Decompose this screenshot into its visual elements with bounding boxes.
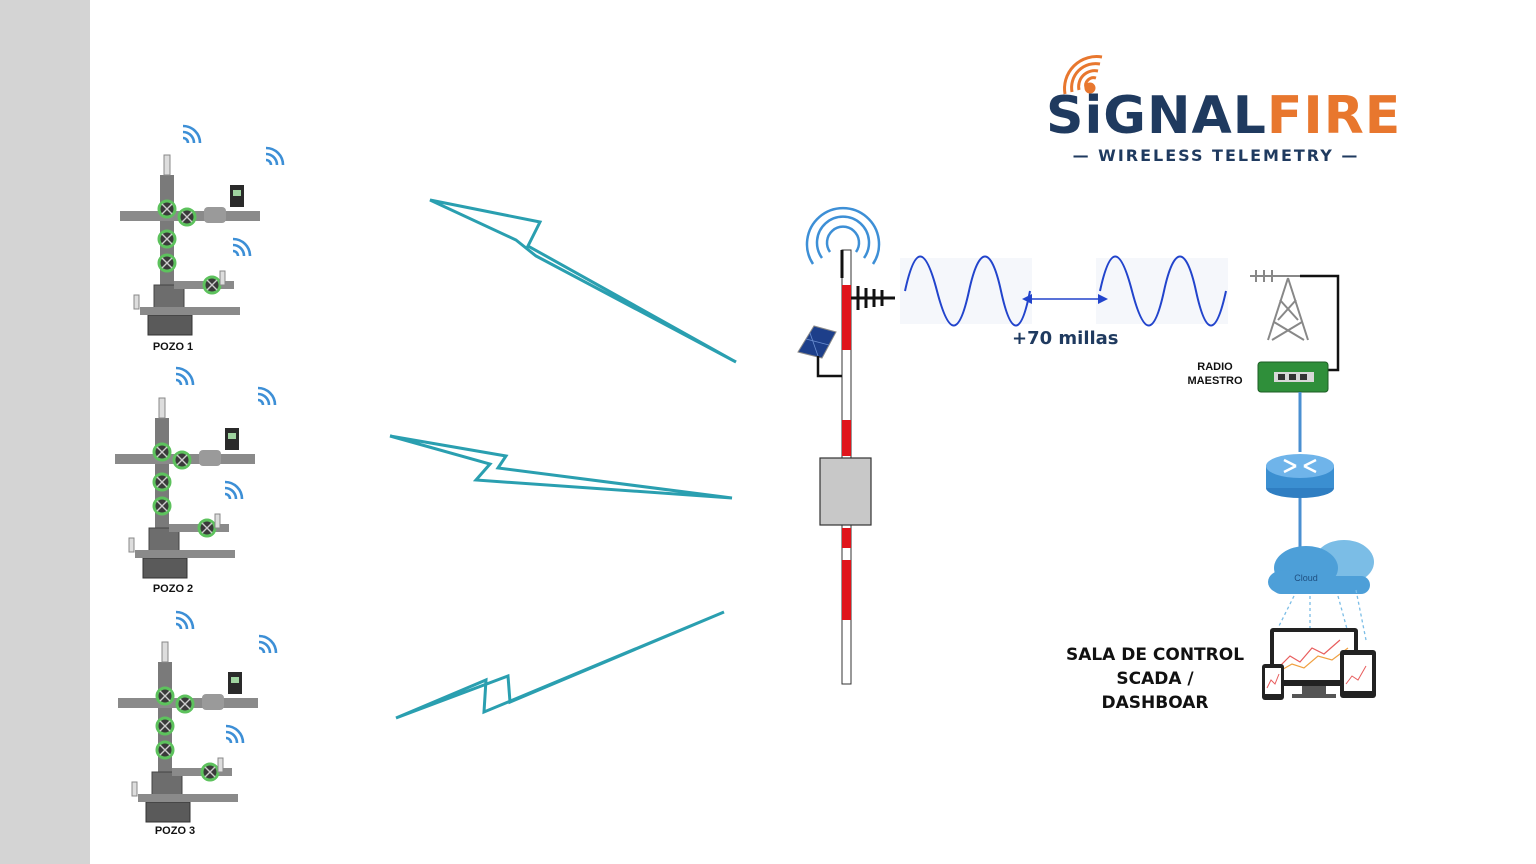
well-label-3: POZO 3 [154, 825, 196, 837]
long-range-link [900, 255, 1228, 327]
tower-icon [1250, 270, 1309, 341]
range-label: +70 millas [1012, 328, 1119, 349]
signalfire-logo: SiGNALFIRE — WIRELESS TELEMETRY — [1046, 62, 1400, 172]
wifi-icon [257, 634, 278, 655]
control-room-label: SALA DE CONTROL SCADA / DASHBOAR [1065, 645, 1245, 713]
well-1-graphic [118, 124, 285, 337]
well-label-1: POZO 1 [152, 341, 194, 353]
master-radio-label: RADIO MAESTRO [1187, 361, 1243, 387]
wifi-icon [181, 124, 202, 145]
well-3-graphic [116, 610, 278, 824]
sidebar-strip [0, 0, 90, 864]
router-icon [1266, 454, 1334, 498]
wifi-icon [231, 237, 252, 258]
wifi-icon [224, 724, 245, 745]
master-site: Cloud [1250, 270, 1376, 700]
logo-tagline: — WIRELESS TELEMETRY — [1072, 146, 1360, 165]
wifi-icon [264, 146, 285, 167]
logo-wordmark: SiGNALFIRE [1046, 86, 1402, 146]
wifi-icon [256, 386, 277, 407]
solar-panel-icon [797, 325, 842, 378]
well-label-2: POZO 2 [152, 583, 194, 595]
dashboard-devices-icon [1262, 628, 1376, 700]
wireless-links [389, 198, 737, 720]
broadcast-icon [805, 206, 881, 265]
master-radio-icon [1257, 361, 1329, 393]
repeater-mast [797, 206, 895, 685]
wifi-icon [174, 610, 195, 631]
cloud-label: Cloud [1294, 573, 1318, 583]
signalfire-logo-icon [1063, 55, 1103, 95]
cloud-icon [1268, 540, 1374, 594]
lightning-link-2 [389, 434, 733, 500]
yagi-antenna [851, 286, 895, 310]
wifi-icon [174, 366, 195, 387]
well-2-graphic [113, 366, 277, 580]
equipment-enclosure [819, 457, 872, 526]
lightning-link-3 [395, 610, 725, 720]
lightning-link-1 [429, 198, 737, 364]
wifi-icon [223, 480, 244, 501]
